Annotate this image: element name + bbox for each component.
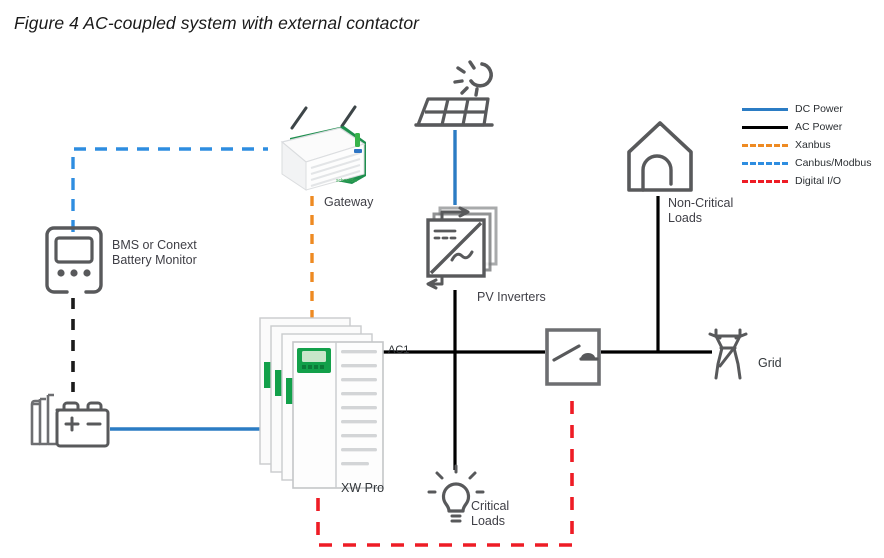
bms-label: BMS or Conext Battery Monitor <box>112 238 197 267</box>
svg-text:schneider: schneider <box>336 178 358 184</box>
legend-label: DC Power <box>795 103 843 115</box>
house-icon[interactable] <box>625 118 695 196</box>
legend-item-ac-power: AC Power <box>742 118 884 136</box>
lightbulb-icon[interactable] <box>427 464 485 526</box>
transmission-tower-icon[interactable] <box>706 326 752 382</box>
line-solid-icon <box>742 107 788 111</box>
gateway-label: Gateway <box>324 195 374 209</box>
battery-monitor-icon[interactable] <box>41 226 107 300</box>
grid-label: Grid <box>758 356 782 370</box>
battery-stack-icon[interactable] <box>28 386 120 452</box>
legend-item-canbus-modbus: Canbus/Modbus <box>742 154 884 172</box>
pv-inverter-stack-icon[interactable] <box>422 198 512 290</box>
legend-label: Canbus/Modbus <box>795 157 872 169</box>
pv-inverters-label: PV Inverters <box>477 290 546 304</box>
legend-label: Xanbus <box>795 139 831 151</box>
legend-label: AC Power <box>795 121 843 133</box>
solar-panel-icon[interactable] <box>414 95 498 133</box>
legend-item-digital-io: Digital I/O <box>742 172 884 190</box>
legend: DC Power AC Power Xanbus Canbus/Modbus D… <box>742 100 884 190</box>
ac1-annotation: AC1 <box>388 344 410 356</box>
wire-bms-to-gateway <box>71 147 268 232</box>
non-critical-loads-label: Non-Critical Loads <box>668 196 734 225</box>
inverter-stack-icon[interactable] <box>258 316 386 496</box>
legend-label: Digital I/O <box>795 175 842 187</box>
legend-item-xanbus: Xanbus <box>742 136 884 154</box>
legend-item-dc-power: DC Power <box>742 100 884 118</box>
gateway-device-icon[interactable]: schneider <box>266 104 370 196</box>
line-dashed-icon <box>742 143 788 147</box>
line-dashed-icon <box>742 179 788 183</box>
critical-loads-label: Critical Loads <box>471 499 510 528</box>
contactor-switch-icon[interactable] <box>541 326 605 388</box>
figure-title: Figure 4 AC-coupled system with external… <box>14 13 420 33</box>
xw-pro-label: XW Pro <box>341 481 385 495</box>
line-dashed-icon <box>742 161 788 165</box>
line-solid-icon <box>742 125 788 129</box>
wire-xwpro-to-contactor <box>316 392 574 547</box>
sun-icon <box>453 60 493 97</box>
